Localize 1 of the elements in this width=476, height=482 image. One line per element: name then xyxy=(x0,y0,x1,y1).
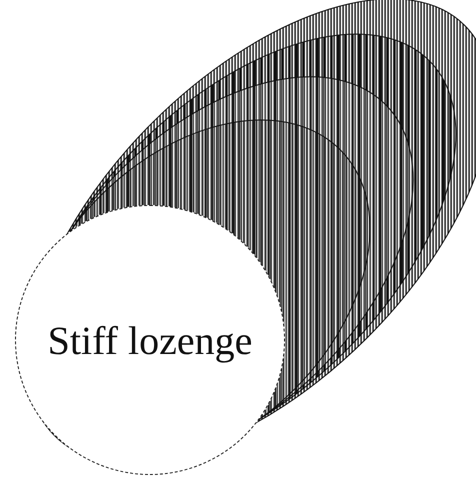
circle-label: Stiff lozenge xyxy=(48,316,252,364)
